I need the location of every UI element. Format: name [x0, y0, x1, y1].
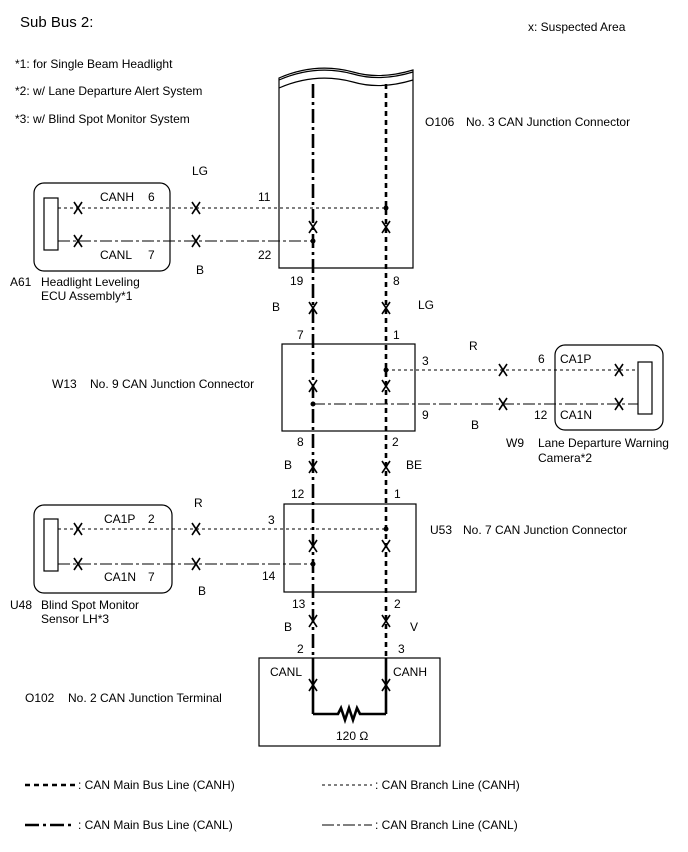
o106-name: No. 3 CAN Junction Connector	[466, 115, 630, 129]
a61-line2: ECU Assembly*1	[41, 289, 133, 303]
junction-dot	[383, 526, 389, 532]
legend-main-canl-text: : CAN Main Bus Line (CANL)	[78, 818, 233, 832]
o102-terminal	[258, 657, 441, 747]
u48-canh-wire-color: R	[194, 496, 203, 510]
pin-u53-2: 2	[394, 597, 401, 611]
u53-connector	[283, 503, 417, 593]
a61-canl-label: CANL	[100, 248, 132, 262]
pin-u53-12: 12	[291, 487, 305, 501]
note-lane-departure: *2: w/ Lane Departure Alert System	[15, 84, 202, 98]
w9-line2: Camera*2	[538, 451, 592, 465]
w9-canh-wire-color: R	[469, 339, 478, 353]
u48-line2: Sensor LH*3	[41, 612, 109, 626]
pin-u53-3: 3	[268, 513, 275, 527]
u53-name: No. 7 CAN Junction Connector	[463, 523, 627, 537]
w9-camera-box	[554, 344, 664, 431]
pin-a61-7: 7	[148, 248, 155, 262]
note-single-beam: *1: for Single Beam Headlight	[15, 57, 173, 71]
a61-canh-label: CANH	[100, 190, 134, 204]
junction-dot	[310, 238, 316, 244]
w9-connector-block	[637, 361, 653, 415]
pin-o106-22: 22	[258, 248, 272, 262]
u48-ca1n-label: CA1N	[104, 570, 136, 584]
junction-dot	[383, 205, 389, 211]
pin-w9-12: 12	[534, 408, 548, 422]
pin-u48-7: 7	[148, 570, 155, 584]
w9-code: W9	[506, 436, 524, 450]
junction-dot	[383, 367, 389, 373]
pin-u53-1: 1	[394, 487, 401, 501]
junction-dot	[310, 561, 316, 567]
a61-ecu-box	[33, 182, 171, 272]
pin-w13-2: 2	[392, 435, 399, 449]
pin-u53-13: 13	[292, 597, 306, 611]
pin-u53-14: 14	[262, 569, 276, 583]
a61-canl-wire-color: B	[196, 263, 204, 277]
pin-w13-7: 7	[297, 328, 304, 342]
note-blind-spot: *3: w/ Blind Spot Monitor System	[15, 112, 190, 126]
o106-code: O106	[425, 115, 455, 129]
o102-name: No. 2 CAN Junction Terminal	[68, 691, 222, 705]
o106-w13-canh-color: LG	[418, 298, 434, 312]
pin-o106-19: 19	[290, 274, 304, 288]
w9-line1: Lane Departure Warning	[538, 436, 669, 450]
pin-o102-3: 3	[398, 642, 405, 656]
pin-o106-8: 8	[393, 274, 400, 288]
suspected-area-marks	[73, 201, 624, 692]
u48-ca1p-label: CA1P	[104, 512, 135, 526]
w13-u53-canh-color: BE	[406, 458, 422, 472]
a61-canh-wire-color: LG	[192, 164, 208, 178]
pin-w13-1: 1	[393, 328, 400, 342]
pin-o102-2: 2	[297, 642, 304, 656]
o102-canl-label: CANL	[270, 665, 302, 679]
o102-code: O102	[25, 691, 55, 705]
w9-ca1p-label: CA1P	[560, 352, 591, 366]
w9-canl-wire-color: B	[471, 418, 479, 432]
pin-a61-6: 6	[148, 190, 155, 204]
suspected-area-note: x: Suspected Area	[528, 20, 626, 34]
termination-resistor	[313, 703, 386, 725]
w13-u53-canl-color: B	[284, 458, 292, 472]
u48-connector-block	[43, 518, 59, 572]
pin-w13-9: 9	[422, 408, 429, 422]
u48-line1: Blind Spot Monitor	[41, 598, 139, 612]
legend: : CAN Main Bus Line (CANH) : CAN Main Bu…	[25, 778, 520, 832]
u48-code: U48	[10, 598, 32, 612]
u53-o102-canh-color: V	[410, 620, 418, 634]
pin-w13-3: 3	[422, 354, 429, 368]
pin-u48-2: 2	[148, 512, 155, 526]
a61-connector-block	[43, 197, 59, 251]
pin-w9-6: 6	[538, 352, 545, 366]
u48-sensor-box	[33, 504, 173, 594]
u48-canl-wire-color: B	[198, 584, 206, 598]
u53-code: U53	[430, 523, 452, 537]
w13-name: No. 9 CAN Junction Connector	[90, 377, 254, 391]
pin-w13-8: 8	[297, 435, 304, 449]
a61-line1: Headlight Leveling	[41, 275, 140, 289]
w13-connector	[281, 343, 416, 432]
u53-o102-canl-color: B	[284, 620, 292, 634]
w13-code: W13	[52, 377, 77, 391]
legend-branch-canl-text: : CAN Branch Line (CANL)	[375, 818, 518, 832]
o102-canh-label: CANH	[393, 665, 427, 679]
w9-ca1n-label: CA1N	[560, 408, 592, 422]
a61-code: A61	[10, 275, 32, 289]
termination-resistor-value: 120 Ω	[336, 729, 368, 743]
legend-main-canh-text: : CAN Main Bus Line (CANH)	[78, 778, 235, 792]
pin-o106-11: 11	[258, 190, 271, 204]
o106-w13-canl-color: B	[272, 300, 280, 314]
junction-dot	[310, 401, 316, 407]
o106-connector	[278, 67, 414, 269]
diagram-title: Sub Bus 2:	[20, 14, 93, 31]
legend-branch-canh-text: : CAN Branch Line (CANH)	[375, 778, 520, 792]
